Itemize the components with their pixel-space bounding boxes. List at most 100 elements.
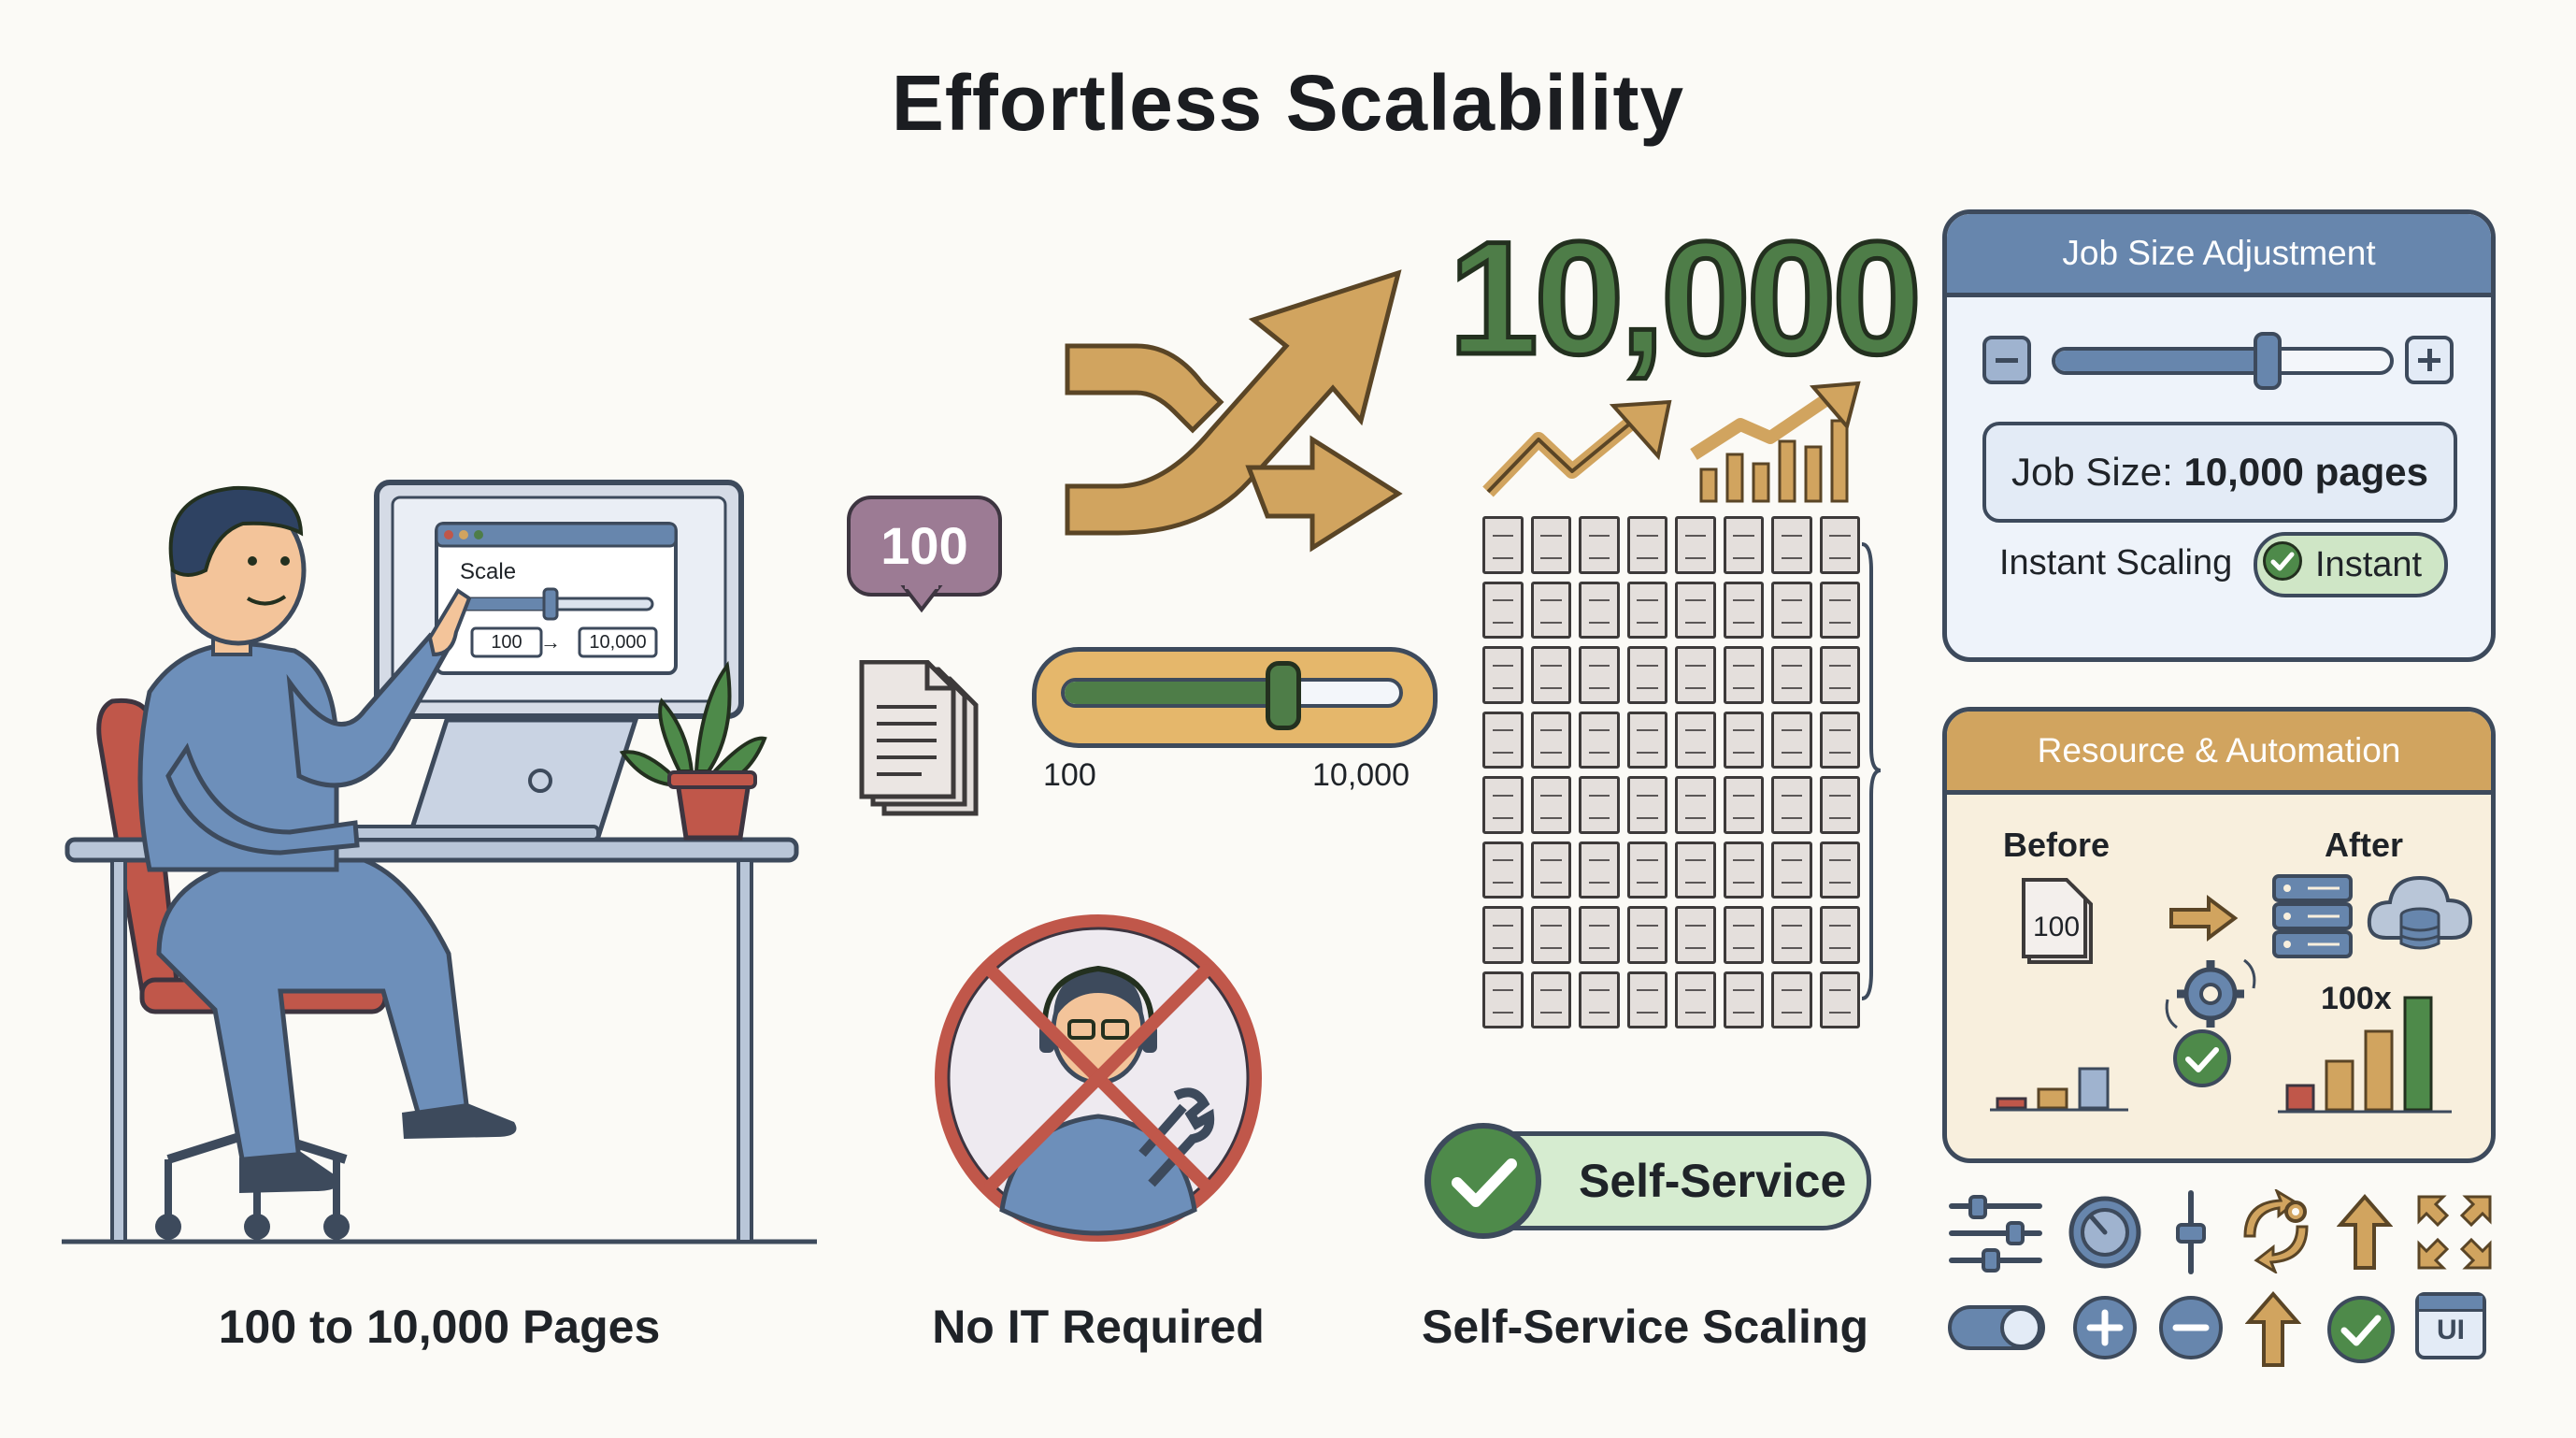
document-icon: [1530, 646, 1571, 704]
document-icon: [1626, 841, 1667, 899]
document-icon: [1530, 906, 1571, 964]
big-number: 10,000: [1447, 207, 1925, 391]
document-icon: [1723, 971, 1764, 1028]
scale-up-arrows-icon: [1065, 269, 1403, 553]
arrow-up-icon[interactable]: [2245, 1290, 2301, 1369]
document-icon: [1482, 776, 1524, 834]
document-icon: [1579, 711, 1620, 769]
monitor-icon: [374, 480, 744, 765]
person-icon: [137, 485, 517, 1193]
document-icon: [1482, 971, 1524, 1028]
vertical-slider-icon[interactable]: [2172, 1189, 2210, 1275]
scale-slider[interactable]: [1032, 647, 1438, 748]
scale-slider-fill: [1065, 682, 1287, 704]
job-size-panel: Job Size Adjustment Job Size: 10,000 pag…: [1942, 209, 2496, 662]
document-icon: [1723, 776, 1764, 834]
instant-toggle[interactable]: Instant: [2254, 532, 2448, 597]
resource-automation-panel: Resource & Automation Before After 100: [1942, 707, 2496, 1163]
person-at-desk-illustration: [62, 480, 817, 1244]
document-icon: [1819, 971, 1860, 1028]
expand-icon[interactable]: [2415, 1193, 2494, 1272]
document-icon: [1579, 906, 1620, 964]
document-count: 100: [2032, 912, 2081, 942]
document-icon: [1675, 516, 1716, 574]
document-stack-icon: [859, 660, 979, 816]
cloud-database-icon: [2367, 875, 2473, 950]
job-size-prefix: Job Size:: [2011, 450, 2184, 494]
monitor-from-value: 100: [491, 632, 522, 653]
document-icon: [1819, 646, 1860, 704]
minus-icon: [1996, 358, 2018, 363]
self-service-label: Self-Service: [1579, 1155, 1847, 1207]
document-icon: [1675, 971, 1716, 1028]
document-icon: [1579, 776, 1620, 834]
check-circle-icon[interactable]: [2326, 1294, 2397, 1365]
document-icon: [1675, 906, 1716, 964]
before-label: Before: [2003, 826, 2111, 864]
document-icon: [1675, 711, 1716, 769]
document-icon: [1579, 971, 1620, 1028]
after-label: After: [2325, 826, 2404, 864]
page-title: Effortless Scalability: [891, 59, 1685, 147]
growth-bars-icon: [1690, 381, 1861, 503]
grid-brace: [1861, 542, 1882, 1000]
document-icon: [1579, 646, 1620, 704]
ui-window-icon[interactable]: UI: [2415, 1292, 2486, 1359]
increase-button[interactable]: [2405, 336, 2454, 384]
job-size-slider[interactable]: [2052, 347, 2394, 375]
caption-no-it: No IT Required: [932, 1301, 1265, 1353]
document-icon: [1626, 646, 1667, 704]
document-icon: [1675, 841, 1716, 899]
sliders-settings-icon[interactable]: [1946, 1193, 2047, 1273]
document-icon: [1819, 581, 1860, 639]
laptop-icon: [351, 717, 639, 841]
ui-window-label: UI: [2437, 1315, 2465, 1345]
document-icon: [1530, 776, 1571, 834]
check-circle-icon: [2173, 1029, 2231, 1087]
document-icon: [1482, 581, 1524, 639]
value-bubble: 100: [847, 496, 1002, 597]
after-bar-chart-icon: [2278, 996, 2452, 1114]
document-icon: [1482, 516, 1524, 574]
job-size-slider-knob[interactable]: [2253, 332, 2282, 390]
job-size-slider-fill: [2055, 351, 2271, 371]
document-icon: [1723, 516, 1764, 574]
document-icon: [1530, 516, 1571, 574]
document-icon: [1675, 581, 1716, 639]
document-icon: [1771, 581, 1812, 639]
document-icon: [1819, 776, 1860, 834]
self-service-badge: Self-Service: [1424, 1123, 1871, 1239]
document-icon: [1819, 841, 1860, 899]
decrease-button[interactable]: [1982, 336, 2031, 384]
plus-circle-icon[interactable]: [2071, 1294, 2139, 1361]
document-icon: [1723, 841, 1764, 899]
document-icon: [1530, 581, 1571, 639]
plant-icon: [619, 660, 767, 841]
document-icon: [1530, 971, 1571, 1028]
dial-knob-icon[interactable]: [2064, 1189, 2146, 1272]
minus-circle-icon[interactable]: [2157, 1294, 2225, 1361]
document-icon: [1771, 971, 1812, 1028]
document-icon: [1482, 906, 1524, 964]
arrow-up-icon[interactable]: [2337, 1193, 2393, 1272]
document-icon: [1771, 646, 1812, 704]
scale-slider-knob[interactable]: [1265, 661, 1301, 730]
check-icon: [2263, 541, 2302, 581]
document-icon: [1819, 711, 1860, 769]
server-icon: [2272, 874, 2353, 958]
document-icon: [1771, 711, 1812, 769]
trend-up-icon: [1482, 399, 1672, 497]
check-circle-icon: [1425, 1123, 1541, 1239]
auto-sync-gear-icon[interactable]: [2236, 1189, 2316, 1273]
toggle-switch-icon[interactable]: [1946, 1300, 2047, 1356]
document-icon: [1626, 906, 1667, 964]
job-size-panel-title: Job Size Adjustment: [1947, 214, 2491, 297]
document-icon: [1579, 841, 1620, 899]
instant-badge-label: Instant: [2315, 545, 2423, 584]
before-bar-chart-icon: [1990, 1067, 2128, 1112]
bubble-tail: [900, 585, 943, 613]
document-icon: [1723, 646, 1764, 704]
document-icon: [1626, 516, 1667, 574]
document-icon: [1771, 841, 1812, 899]
document-icon: [1723, 906, 1764, 964]
